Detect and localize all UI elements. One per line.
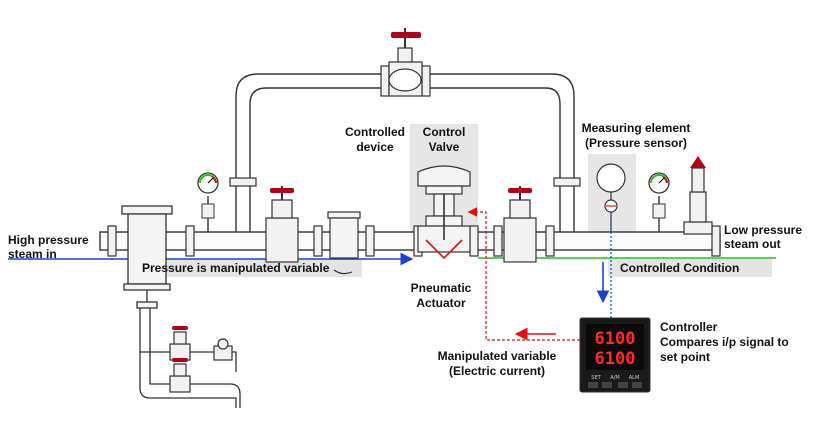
label-controller-2: Compares i/p signal to (660, 335, 789, 349)
controller-key-set: SET (591, 375, 601, 381)
right-pressure-gauge (648, 172, 670, 232)
label-low-pressure-1: Low pressure (724, 223, 802, 237)
label-high-pressure-1: High pressure (8, 233, 89, 247)
label-pneumatic-actuator-1: Pneumatic (411, 281, 472, 295)
controller-unit: 6100 6100 SET A/M ALM (579, 317, 651, 393)
label-control-valve-2: Valve (429, 140, 460, 154)
handwheel-icon (508, 188, 532, 193)
steam-separator (121, 205, 173, 309)
isolation-valve-right (503, 186, 537, 263)
label-controlled-device-1: Controlled (345, 125, 405, 139)
label-controller-1: Controller (660, 320, 718, 334)
trap-valves (169, 326, 233, 393)
label-high-pressure-2: steam in (8, 247, 57, 261)
manipulated-signal-line (467, 207, 580, 341)
pipe-flanges (107, 225, 721, 257)
label-manipulated-variable-1: Manipulated variable (438, 349, 557, 363)
label-controlled-device-2: device (356, 140, 394, 154)
isolation-valve-left (265, 186, 299, 263)
bypass-globe-valve (388, 28, 423, 97)
band-manipulated (138, 259, 362, 277)
pressure-sensor (596, 163, 626, 232)
left-pressure-gauge (197, 172, 219, 232)
control-valve-assembly (417, 165, 471, 260)
safety-relief-valve (683, 156, 713, 235)
label-measuring-element-1: Measuring element (582, 121, 691, 135)
label-control-valve-1: Control (423, 125, 466, 139)
label-measuring-element-2: (Pressure sensor) (585, 136, 687, 150)
label-pneumatic-actuator-2: Actuator (416, 296, 466, 310)
controller-sp-display: 6100 (595, 349, 636, 369)
band-controlled (608, 259, 772, 277)
handwheel-icon (391, 32, 421, 38)
label-pressure-manipulated: Pressure is manipulated variable (142, 261, 330, 275)
label-controller-3: set point (660, 350, 710, 364)
label-manipulated-variable-2: (Electric current) (449, 364, 545, 378)
controller-key-alm: ALM (629, 375, 640, 381)
label-low-pressure-2: steam out (724, 237, 781, 251)
controller-key-am: A/M (610, 375, 619, 381)
pipe-strainer (327, 211, 361, 275)
controller-pv-display: 6100 (595, 329, 636, 349)
label-controlled-condition: Controlled Condition (620, 261, 739, 275)
handwheel-icon (270, 188, 294, 193)
